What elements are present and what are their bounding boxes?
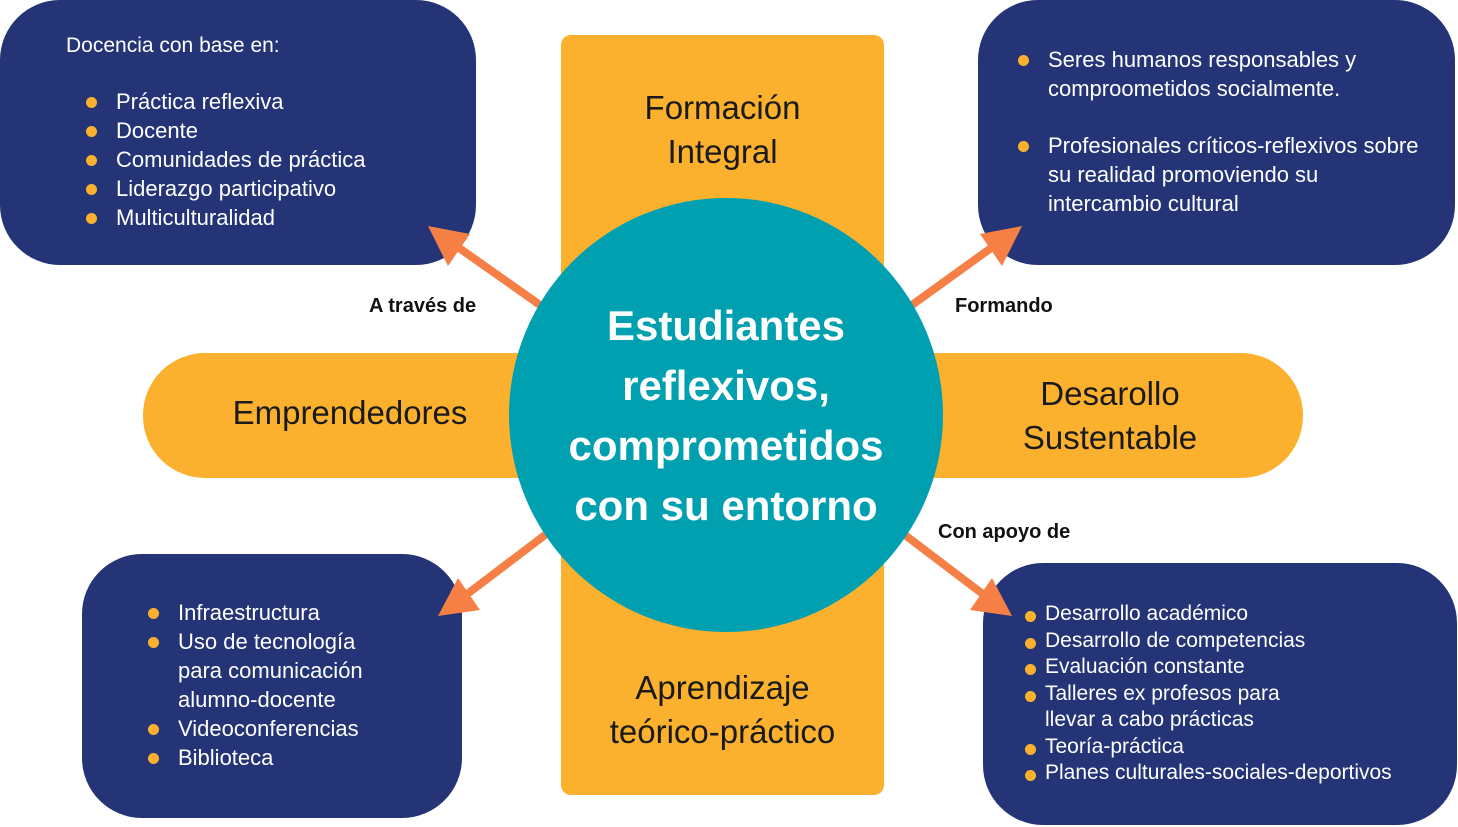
list-item: Práctica reflexiva — [84, 87, 365, 116]
list-item: Videoconferencias — [146, 714, 446, 743]
list-item: Multiculturalidad — [84, 203, 365, 232]
box-top-right-list: Seres humanos responsables y comproometi… — [1016, 45, 1436, 218]
center-circle — [509, 198, 943, 632]
bar-left-label: Emprendedores — [232, 394, 468, 431]
arrow-bottom-right — [901, 531, 1012, 616]
connector-label-bottom-right: Con apoyo de — [938, 521, 1071, 543]
list-item: Docente — [84, 116, 365, 145]
list-item: Talleres ex profesos para llevar a cabo … — [1023, 681, 1310, 734]
list-item: Desarrollo académico — [1023, 601, 1453, 628]
list-item: Seres humanos responsables y comproometi… — [1016, 45, 1436, 103]
box-bottom-left: Infraestructura Uso de tecnología para c… — [82, 554, 462, 818]
list-item: Biblioteca — [146, 743, 446, 772]
box-top-left-heading: Docencia con base en: — [66, 34, 280, 57]
box-bottom-right: Desarrollo académico Desarrollo de compe… — [983, 563, 1457, 825]
list-item: Evaluación constante — [1023, 654, 1453, 681]
box-bottom-right-list: Desarrollo académico Desarrollo de compe… — [1023, 601, 1453, 787]
arrow-bottom-left — [438, 531, 549, 616]
box-top-left: Docencia con base en: Práctica reflexiva… — [0, 0, 476, 265]
list-item: Desarrollo de competencias — [1023, 628, 1453, 655]
list-item: Profesionales críticos-reflexivos sobre … — [1016, 131, 1436, 218]
list-item: Liderazgo participativo — [84, 174, 365, 203]
connector-label-top-right: Formando — [955, 295, 1053, 317]
arrow-top-right — [908, 226, 1022, 309]
list-item: Planes culturales-sociales-deportivos — [1023, 760, 1453, 787]
arrow-top-left — [428, 226, 544, 309]
bar-right-label: Desarollo Sustentable — [1022, 375, 1198, 456]
list-item: Teoría-práctica — [1023, 734, 1453, 761]
bar-bottom-label: Aprendizaje teórico-práctico — [609, 669, 836, 750]
box-top-left-list: Práctica reflexiva Docente Comunidades d… — [84, 87, 365, 232]
bar-top-label: Formación Integral — [644, 89, 801, 170]
list-item: Comunidades de práctica — [84, 145, 365, 174]
box-bottom-left-list: Infraestructura Uso de tecnología para c… — [146, 598, 446, 772]
list-item: Infraestructura — [146, 598, 446, 627]
list-item: Uso de tecnología para comunicación alum… — [146, 627, 403, 714]
center-title: Estudiantes reflexivos, comprometidos co… — [568, 302, 884, 529]
box-top-right: Seres humanos responsables y comproometi… — [978, 0, 1455, 265]
connector-label-top-left: A través de — [369, 295, 477, 317]
